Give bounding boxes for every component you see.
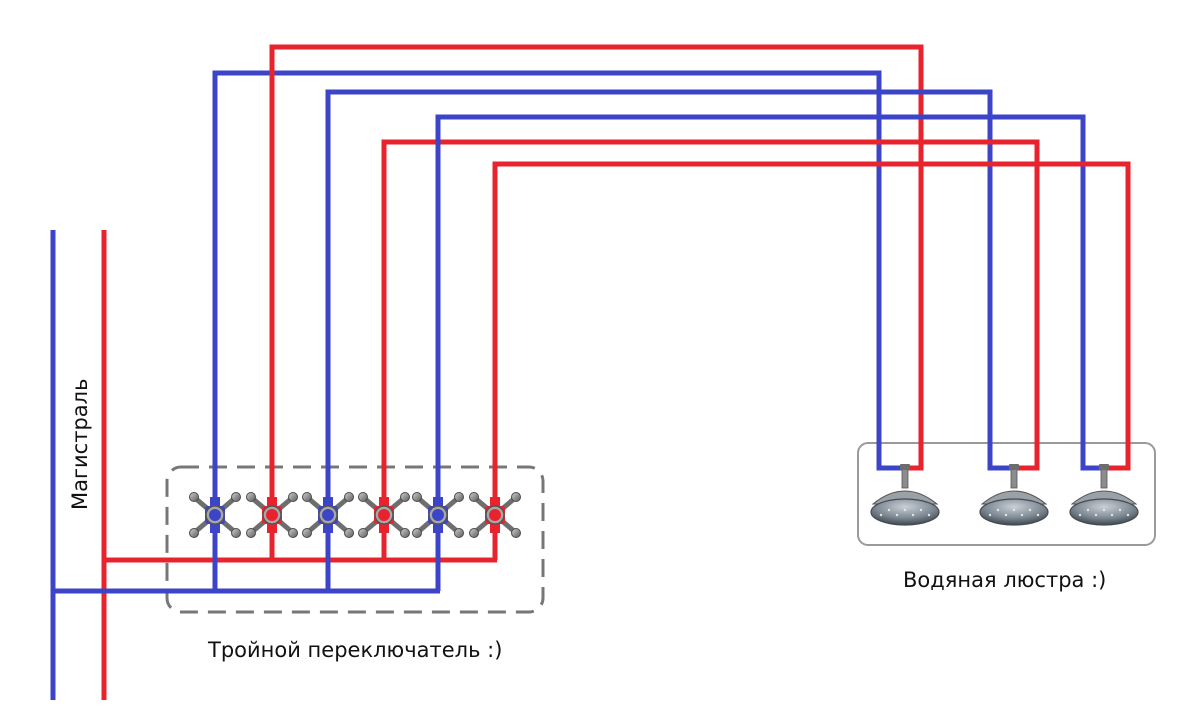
- shower-head-2: [979, 464, 1049, 526]
- shower-head-1: [870, 464, 940, 526]
- cross-handle-valve-icon[interactable]: [246, 492, 298, 538]
- shower-head-3: [1069, 464, 1139, 526]
- cross-handle-valve-icon[interactable]: [358, 492, 410, 538]
- hot-pipe-to-shower-1: [269, 44, 924, 500]
- switch-label: Тройной переключатель :): [207, 638, 502, 662]
- cold-pipe-to-shower-1: [212, 70, 905, 500]
- cold-pipe-to-shower-3: [435, 114, 1104, 500]
- cold-pipe-to-shower-2: [325, 89, 1014, 500]
- switch-frame: [165, 465, 545, 614]
- main-line-label: Магистраль: [68, 379, 92, 510]
- chandelier-label: Водяная люстра :): [903, 568, 1106, 592]
- hot-pipe-to-shower-2: [381, 139, 1040, 500]
- cross-handle-valve-icon[interactable]: [469, 492, 521, 538]
- cross-handle-valve-icon[interactable]: [302, 492, 354, 538]
- cross-handle-valve-icon[interactable]: [189, 492, 241, 538]
- valve-row: [189, 492, 521, 538]
- cross-handle-valve-icon[interactable]: [412, 492, 464, 538]
- shower-head-row: [870, 464, 1139, 526]
- hot-pipe-to-shower-3: [492, 161, 1131, 500]
